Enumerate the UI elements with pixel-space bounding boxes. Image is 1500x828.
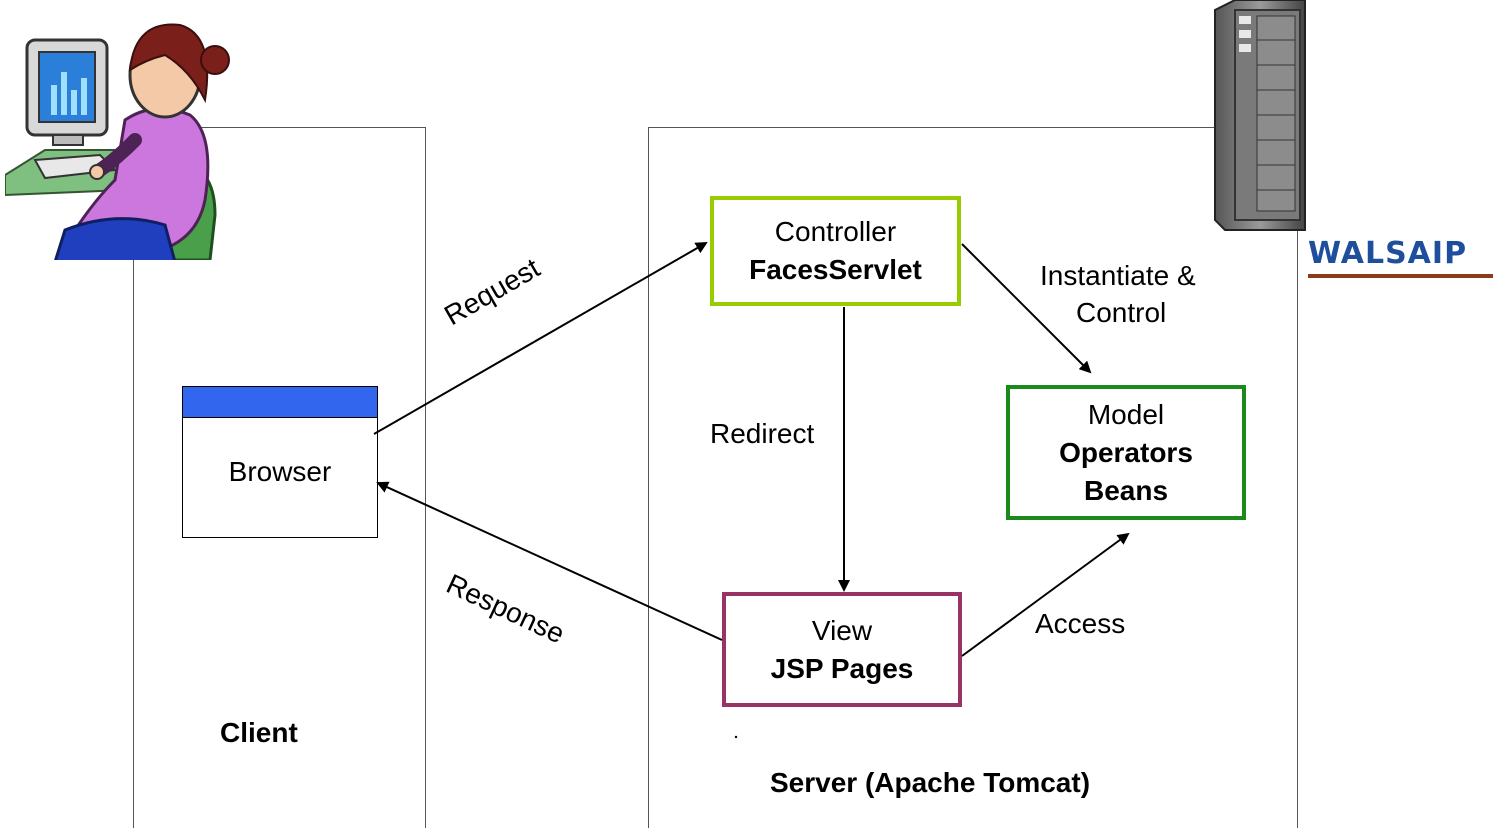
browser-label: Browser — [228, 456, 332, 487]
controller-title: Controller — [774, 216, 897, 247]
view-box: View JSP Pages — [722, 592, 962, 707]
walsaip-logo-text: WALSAIP — [1308, 236, 1468, 271]
server-label: Server (Apache Tomcat) — [770, 767, 1091, 798]
redirect-label: Redirect — [710, 418, 815, 449]
walsaip-logo-underline — [1308, 274, 1493, 278]
instantiate-arrow — [961, 243, 1092, 374]
browser-window: Browser — [182, 386, 378, 538]
request-arrow — [373, 242, 708, 435]
controller-box: Controller FacesServlet — [710, 196, 961, 306]
access-label: Access — [1035, 608, 1126, 639]
view-name: JSP Pages — [770, 652, 914, 684]
model-box: Model Operators Beans — [1006, 385, 1246, 520]
model-name-line2: Beans — [1083, 474, 1169, 506]
model-title: Model — [1087, 398, 1165, 430]
model-name-line1: Operators — [1059, 436, 1193, 468]
instantiate-label-line2: Control — [1076, 297, 1167, 328]
controller-name: FacesServlet — [749, 254, 922, 285]
response-arrow — [376, 481, 723, 641]
server-tower-icon — [1214, 0, 1306, 231]
walsaip-logo: WALSAIP — [1308, 236, 1498, 278]
access-arrow — [961, 532, 1130, 657]
view-title: View — [811, 614, 873, 646]
client-label: Client — [220, 717, 298, 748]
person-at-computer-icon — [5, 23, 230, 260]
instantiate-label-line1: Instantiate & — [1040, 260, 1196, 291]
browser-titlebar — [183, 387, 377, 418]
